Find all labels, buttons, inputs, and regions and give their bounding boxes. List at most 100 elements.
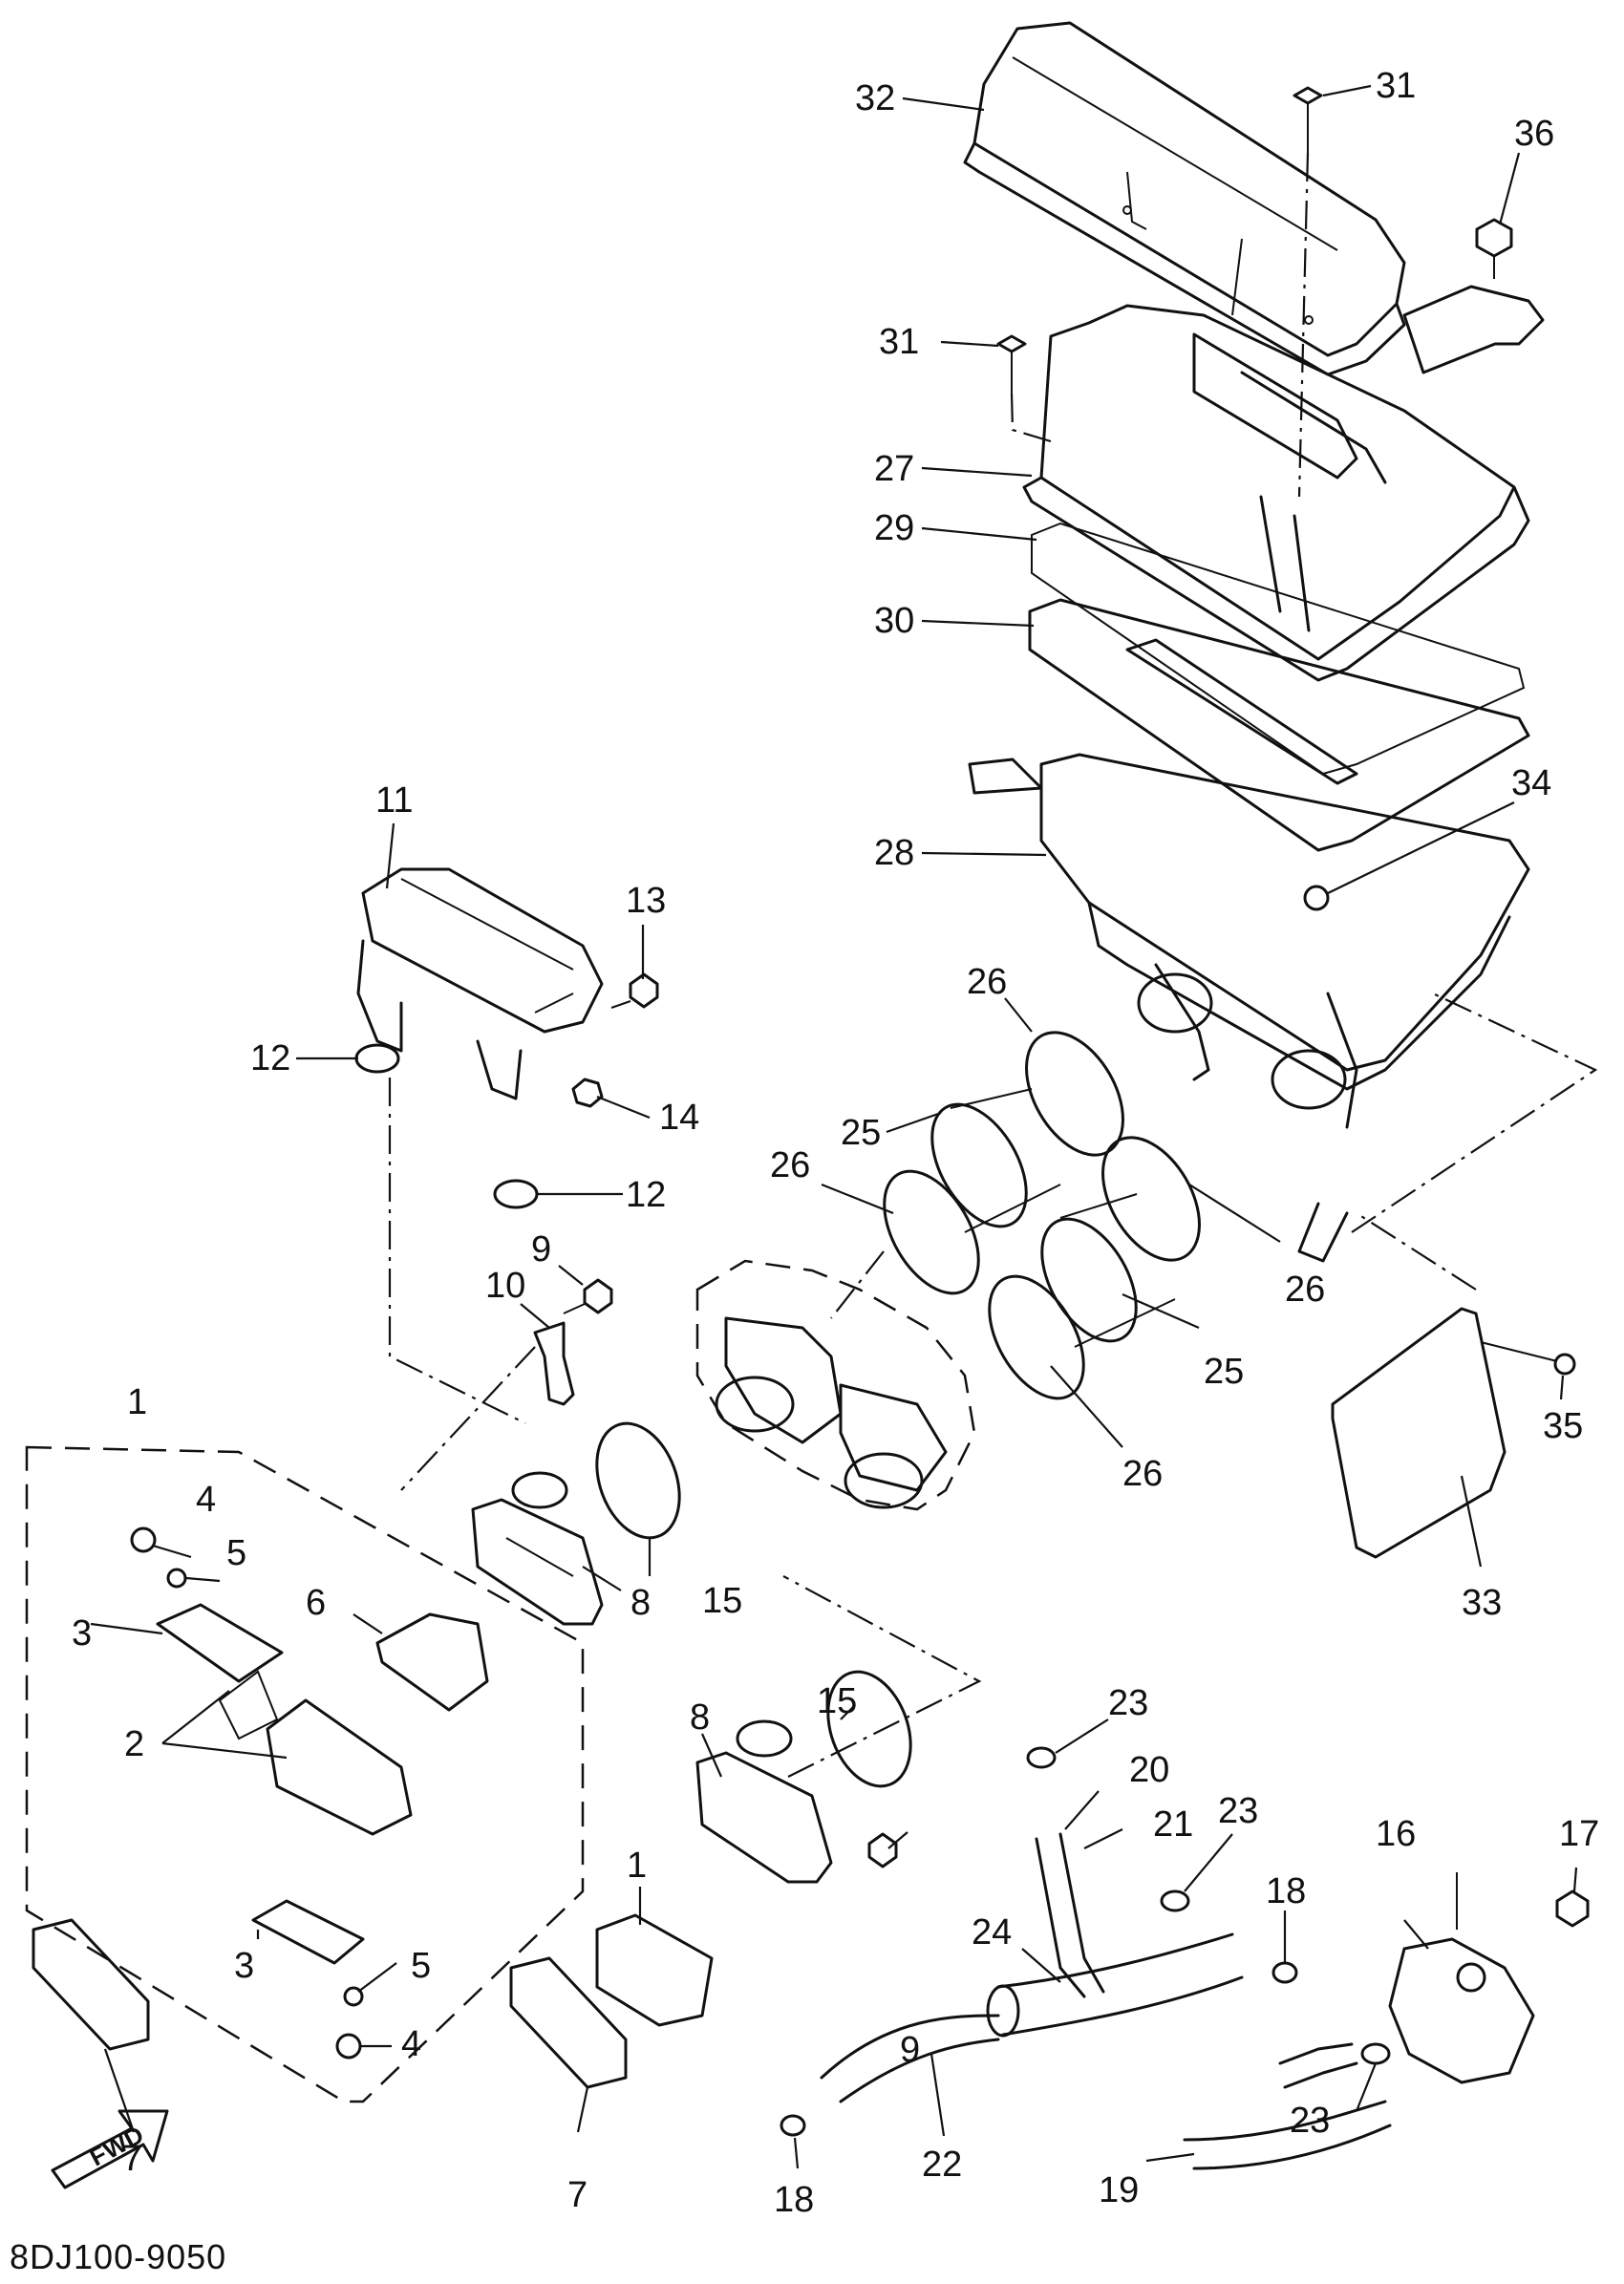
air-box-top-cover [963,21,1406,376]
clamp-26-mid [1101,1136,1201,1262]
callout-19: 19 [1099,2170,1139,2210]
bolt-9-upper [563,1278,613,1314]
callout-3-lower: 3 [234,1946,254,1986]
clip-18-lower [780,2114,806,2137]
callout-7-right: 7 [567,2175,588,2215]
callout-27: 27 [874,449,914,489]
callout-23-b: 23 [1218,1791,1258,1831]
air-filter-plate [1028,598,1530,852]
air-box-upper-case [1022,285,1545,682]
bolt-13 [610,972,659,1009]
callout-26-c: 26 [1285,1270,1325,1310]
callout-3-upper: 3 [72,1613,92,1654]
intake-silencer [356,867,604,1100]
reed-valve-1-lower [595,1913,714,2027]
callout-18-lower: 18 [774,2180,814,2220]
callout-1-lower: 1 [627,1846,647,1886]
clip-23-c [1360,2042,1391,2065]
hose-21 [1035,1832,1105,1998]
callout-31-top: 31 [1376,66,1416,106]
callout-4-lower: 4 [401,2024,421,2064]
screw-35 [1480,1341,1576,1376]
intake-guide-6 [375,1612,489,1712]
callout-6: 6 [306,1583,326,1623]
callout-16: 16 [1376,1814,1416,1854]
callout-25-b: 25 [1204,1352,1244,1392]
nut-14 [571,1078,604,1108]
callout-35: 35 [1543,1406,1583,1446]
callout-36: 36 [1514,114,1554,154]
reed-valve-assembly-group [25,1445,585,2103]
clamp-15-upper [595,1421,681,1540]
callout-12-upper: 12 [250,1038,290,1078]
screw-4-lower [335,2033,362,2060]
gasket-7-right [509,1956,628,2089]
bolt-36 [1475,218,1513,279]
callout-15-upper: 15 [702,1581,742,1621]
callout-33: 33 [1462,1583,1502,1623]
screw-top [1293,86,1323,498]
bolt-17 [1555,1889,1590,1928]
callout-26-d: 26 [1122,1454,1163,1494]
clip-12-lower [493,1179,539,1209]
callout-24: 24 [972,1912,1012,1953]
clamp-15-lower [826,1670,912,1788]
callout-29: 29 [874,508,914,548]
washer-5-upper [166,1568,187,1589]
callout-30: 30 [874,601,914,641]
intake-joint-25-lower [1040,1193,1176,1348]
clip-23-b [1160,1889,1190,1912]
callout-26-a: 26 [967,962,1007,1002]
air-box-gasket [1031,522,1526,776]
bolt-9-lower [867,1832,898,1868]
callout-4-upper: 4 [196,1480,216,1520]
callout-26-b: 26 [770,1145,810,1185]
screw-4-upper [130,1526,157,1553]
callout-28: 28 [874,833,914,873]
gasket-7-left [32,1918,150,2051]
intake-joint-25-upper [930,1088,1061,1233]
callout-17: 17 [1559,1814,1599,1854]
callout-labels: 32 31 36 31 27 29 30 28 34 26 25 26 26 2… [72,66,1599,2220]
callout-5-lower: 5 [411,1946,431,1986]
clip-12-upper [354,1043,400,1074]
diagram-code: 8DJ100-9050 [10,2237,227,2276]
hose-19 [1183,2100,1392,2170]
callout-12-lower: 12 [626,1175,666,1215]
callout-25-a: 25 [841,1113,881,1153]
callout-32: 32 [855,78,895,118]
clip-18-upper [1271,1961,1298,1984]
washer-5-lower [343,1986,364,2007]
callout-21: 21 [1153,1804,1193,1845]
callout-31-side: 31 [879,322,919,362]
callout-11: 11 [375,780,413,821]
callout-8-upper: 8 [630,1583,651,1623]
callout-15-lower: 15 [817,1681,857,1721]
fuel-pump-16 [1388,1872,1535,2084]
callout-9-lower: 9 [900,2030,920,2070]
callout-1-upper: 1 [127,1382,147,1422]
callout-22: 22 [922,2145,962,2185]
callout-18-upper: 18 [1266,1871,1306,1911]
callout-10: 10 [485,1266,525,1306]
intake-manifold-8-upper [471,1471,604,1626]
cover-plate [1331,1307,1506,1559]
callout-23-a: 23 [1108,1683,1148,1723]
hose-22 [820,2014,1000,2103]
reed-valve-3-lower [251,1899,365,1965]
reed-block-2 [218,1670,413,1836]
callout-34: 34 [1511,763,1551,803]
callout-23-c: 23 [1290,2101,1330,2141]
fuel-filter-20 [1278,2042,1358,2089]
clamp-26-upper [1025,1031,1124,1157]
clamp-26-right [988,1274,1085,1400]
callout-20: 20 [1129,1750,1169,1790]
reed-valve-3-upper [156,1603,284,1683]
callout-8-lower: 8 [690,1697,710,1738]
callout-14: 14 [659,1098,699,1138]
air-box-lower-case [968,753,1530,1263]
carburetor-outline [695,1259,976,1511]
callout-9-upper: 9 [531,1229,551,1270]
screw-side [996,334,1052,443]
